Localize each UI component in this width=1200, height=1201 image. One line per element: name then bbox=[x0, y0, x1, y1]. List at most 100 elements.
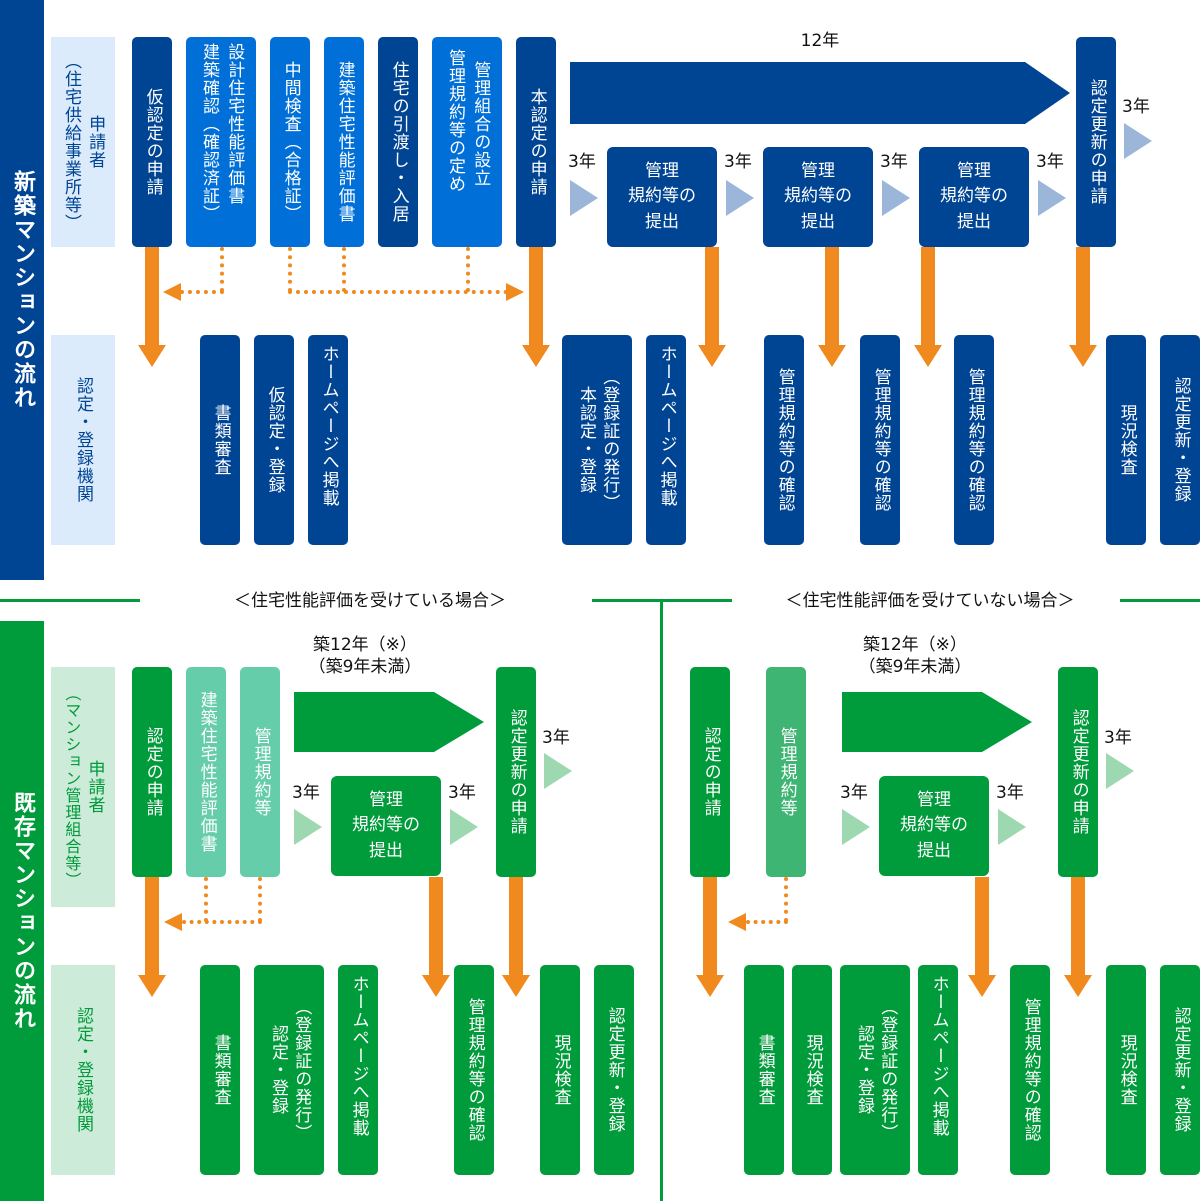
site-inspection-step: 現況検査 bbox=[1106, 335, 1146, 545]
interval-label: 3年 bbox=[996, 783, 1024, 803]
certificate-issue-label: （登録証の発行） bbox=[877, 998, 898, 1142]
agency-label: 認定・登録機関 bbox=[51, 335, 115, 545]
application-step: 認定の申請 bbox=[690, 667, 730, 877]
certificate-issue-label: （登録証の発行） bbox=[291, 998, 312, 1142]
interim-inspection-step: 中間検査（合格証） bbox=[270, 37, 310, 247]
dotted-connector bbox=[182, 920, 262, 924]
interval-arrow-icon bbox=[726, 180, 754, 216]
interval-arrow-icon bbox=[1124, 123, 1152, 159]
case-without-eval-heading: ＜住宅性能評価を受けていない場合＞ bbox=[785, 591, 1075, 611]
dotted-connector bbox=[220, 247, 224, 292]
renewal-registration-step: 認定更新・登録 bbox=[1160, 335, 1200, 545]
document-review-step: 書類審査 bbox=[744, 965, 784, 1175]
interval-label: 3年 bbox=[1104, 728, 1132, 748]
arrow-down-icon bbox=[698, 345, 726, 367]
dotted-connector bbox=[258, 877, 262, 922]
duration-line1: 築12年（※） bbox=[313, 635, 417, 655]
site-inspection-step: 現況検査 bbox=[540, 965, 580, 1175]
applicant-label-sub: （住宅供給事業所等） bbox=[61, 52, 81, 232]
design-eval-label: 設計住宅性能評価書 bbox=[224, 43, 245, 205]
arrow-left-icon bbox=[728, 913, 746, 931]
renewal-registration-step: 認定更新・登録 bbox=[594, 965, 634, 1175]
flow-arrow bbox=[1076, 247, 1090, 347]
duration-line1: 築12年（※） bbox=[863, 635, 967, 655]
flow-arrow bbox=[145, 247, 159, 347]
interval-label: 3年 bbox=[1122, 97, 1150, 117]
renewal-registration-step: 認定更新・登録 bbox=[1160, 965, 1200, 1175]
document-review-step: 書類審査 bbox=[200, 965, 240, 1175]
rules-check-step: 管理規約等の確認 bbox=[764, 335, 804, 545]
registration-step: （登録証の発行） 認定・登録 bbox=[840, 965, 910, 1175]
renewal-application-step: 認定更新の申請 bbox=[496, 667, 536, 877]
rules-step: 管理規約等 bbox=[240, 667, 280, 877]
application-step: 認定の申請 bbox=[132, 667, 172, 877]
interval-arrow-icon bbox=[998, 809, 1026, 845]
case-divider bbox=[660, 599, 663, 1201]
applicant-label: 申請者 （住宅供給事業所等） bbox=[51, 37, 115, 247]
duration-arrow bbox=[294, 692, 484, 752]
duration-arrow bbox=[842, 692, 1032, 752]
interval-arrow-icon bbox=[294, 809, 322, 845]
association-setup-label: 管理組合の設立 bbox=[470, 61, 491, 187]
case-with-eval-heading: ＜住宅性能評価を受けている場合＞ bbox=[234, 591, 506, 611]
provisional-application-step: 仮認定の申請 bbox=[132, 37, 172, 247]
interval-arrow-icon bbox=[570, 180, 598, 216]
interval-label: 3年 bbox=[542, 728, 570, 748]
flow-arrow bbox=[921, 247, 935, 347]
interval-arrow-icon bbox=[544, 753, 572, 789]
renewal-application-step: 認定更新の申請 bbox=[1058, 667, 1098, 877]
arrow-down-icon bbox=[1064, 975, 1092, 997]
main-application-step: 本認定の申請 bbox=[516, 37, 556, 247]
applicant-label-main: 申請者 bbox=[84, 760, 105, 814]
dotted-connector bbox=[784, 877, 788, 922]
arrow-down-icon bbox=[1069, 345, 1097, 367]
handover-step: 住宅の引渡し・入居 bbox=[378, 37, 418, 247]
registration-label: 認定・登録 bbox=[268, 1025, 288, 1115]
flow-arrow bbox=[509, 877, 523, 977]
interval-arrow-icon bbox=[842, 809, 870, 845]
construction-eval-step: 建築住宅性能評価書 bbox=[186, 667, 226, 877]
duration-label: 築12年（※） （築9年未満） bbox=[840, 634, 990, 678]
agency-label: 認定・登録機関 bbox=[51, 965, 115, 1175]
arrow-down-icon bbox=[522, 345, 550, 367]
arrow-down-icon bbox=[696, 975, 724, 997]
arrow-left-icon bbox=[164, 913, 182, 931]
dotted-connector bbox=[204, 877, 208, 922]
registration-label: 認定・登録 bbox=[854, 1025, 874, 1115]
interval-label: 3年 bbox=[1036, 152, 1064, 172]
flow-arrow bbox=[825, 247, 839, 347]
design-eval-step: 設計住宅性能評価書 建築確認（確認済証） bbox=[186, 37, 256, 247]
renewal-application-step: 認定更新の申請 bbox=[1076, 37, 1116, 247]
dotted-connector bbox=[288, 290, 508, 294]
arrow-down-icon bbox=[968, 975, 996, 997]
homepage-listing-step: ホームページへ掲載 bbox=[338, 965, 378, 1175]
interval-arrow-icon bbox=[882, 180, 910, 216]
registration-step: （登録証の発行） 認定・登録 bbox=[254, 965, 324, 1175]
rules-check-step: 管理規約等の確認 bbox=[454, 965, 494, 1175]
rules-definition-label: 管理規約等の定め bbox=[445, 49, 465, 193]
homepage-listing-step: ホームページへ掲載 bbox=[918, 965, 958, 1175]
rules-check-step: 管理規約等の確認 bbox=[860, 335, 900, 545]
arrow-right-icon bbox=[506, 283, 524, 301]
rules-submission: 管理 規約等の 提出 bbox=[879, 776, 989, 876]
applicant-label: 申請者 （マンション管理組合等） bbox=[51, 667, 115, 907]
arrow-down-icon bbox=[138, 975, 166, 997]
rules-submission-2: 管理 規約等の 提出 bbox=[763, 147, 873, 247]
section-divider bbox=[0, 599, 140, 602]
certificate-issue-label: （登録証の発行） bbox=[599, 368, 620, 512]
document-review-step: 書類審査 bbox=[200, 335, 240, 545]
dotted-connector bbox=[342, 247, 346, 292]
rules-step: 管理規約等 bbox=[766, 667, 806, 877]
arrow-down-icon bbox=[502, 975, 530, 997]
site-inspection-step: 現況検査 bbox=[792, 965, 832, 1175]
interval-label: 3年 bbox=[724, 152, 752, 172]
interval-label: 3年 bbox=[448, 783, 476, 803]
duration-label: 築12年（※） （築9年未満） bbox=[290, 634, 440, 678]
association-setup-step: 管理組合の設立 管理規約等の定め bbox=[432, 37, 502, 247]
dotted-connector bbox=[288, 247, 292, 292]
provisional-registration-step: 仮認定・登録 bbox=[254, 335, 294, 545]
flow-arrow bbox=[705, 247, 719, 347]
duration-line2: （築9年未満） bbox=[308, 657, 422, 678]
homepage-listing-step: ホームページへ掲載 bbox=[308, 335, 348, 545]
interval-label: 3年 bbox=[292, 783, 320, 803]
